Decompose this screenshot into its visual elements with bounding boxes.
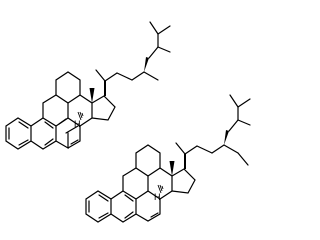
molecule-upper: H xyxy=(5,21,171,150)
ring-d6 xyxy=(55,71,93,127)
ring-a xyxy=(5,117,32,150)
angular-methyl-wedge xyxy=(89,88,95,103)
hydrogen-label-upper: H xyxy=(74,119,81,129)
hydrogen-hash-upper xyxy=(77,111,84,121)
ring-c2 xyxy=(67,117,81,149)
ring-e5 xyxy=(91,95,116,121)
ring-e5-lower xyxy=(171,168,196,194)
hydrogen-hash-lower xyxy=(157,184,164,194)
ring-c-lower xyxy=(122,167,161,222)
angular-methyl-wedge-lower xyxy=(169,161,175,176)
molecule-lower: H xyxy=(85,94,251,223)
ring-a-lower xyxy=(85,190,112,223)
side-chain-lower xyxy=(175,94,251,169)
ring-b-lower xyxy=(110,190,137,223)
side-chain-upper xyxy=(95,21,171,96)
ring-b xyxy=(30,117,57,150)
ring-d6-lower xyxy=(135,144,173,200)
structure-diagram: H xyxy=(5,21,251,223)
hydrogen-label-lower: H xyxy=(154,192,161,202)
